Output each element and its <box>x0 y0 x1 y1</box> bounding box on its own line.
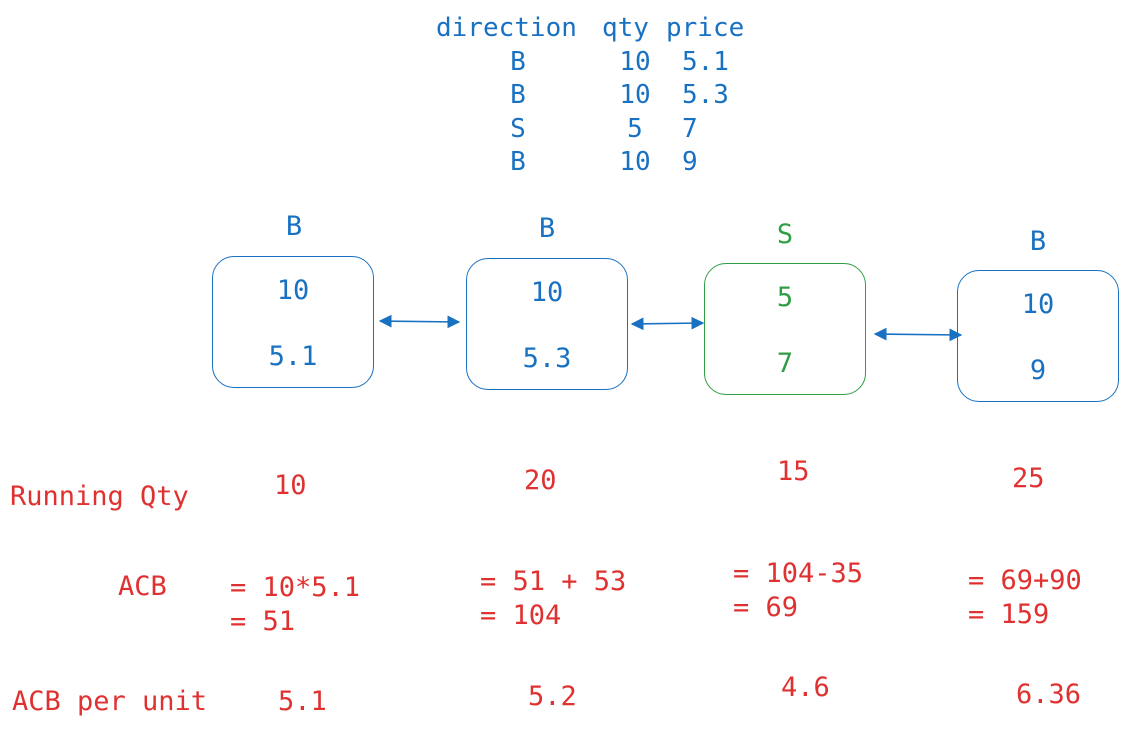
table-row: B 10 9 <box>436 146 772 180</box>
acb-calc-line: = 69+90 <box>968 565 1082 596</box>
double-arrow-2-3 <box>630 316 705 331</box>
acb-calc-result: = 104 <box>480 600 562 631</box>
table-header-price: price <box>666 13 745 43</box>
acb-calc-line: = 10*5.1 <box>230 572 361 603</box>
running-qty-value-4: 25 <box>1012 463 1045 494</box>
table-cell-qty: 10 <box>619 80 651 110</box>
table-cell-qty: 10 <box>619 147 651 177</box>
trade-qty: 10 <box>276 275 310 306</box>
acb-label: ACB <box>118 571 167 602</box>
table-cell-qty: 10 <box>619 46 651 77</box>
table-cell-price: 5.3 <box>682 80 729 110</box>
running-qty-label: Running Qty <box>10 481 189 512</box>
acb-calc-1: = 10*5.1 = 51 <box>230 571 360 639</box>
trade-qty: 10 <box>1021 289 1055 320</box>
double-arrow-1-2 <box>378 314 461 329</box>
table-row: B 10 5.1 <box>436 46 772 80</box>
trade-node-1: 10 5.1 <box>212 256 374 388</box>
table-cell-direction: S <box>510 113 526 144</box>
table-cell-direction: B <box>510 80 526 110</box>
acb-calc-result: = 69 <box>733 592 799 623</box>
trade-qty: 10 <box>530 277 564 308</box>
trade-price: 5.1 <box>268 341 318 372</box>
table-row: B 10 5.3 <box>436 79 772 113</box>
table-cell-direction: B <box>510 147 526 177</box>
table-header-qty: qty <box>602 13 649 43</box>
running-qty-value-1: 10 <box>274 470 307 501</box>
trade-1-direction: B <box>285 211 303 242</box>
acb-calc-result: = 51 <box>230 606 296 637</box>
acb-per-unit-value-2: 5.2 <box>528 681 577 712</box>
acb-per-unit-label: ACB per unit <box>12 686 208 717</box>
trade-4-direction: B <box>1029 226 1047 257</box>
acb-per-unit-value-1: 5.1 <box>278 686 327 717</box>
acb-calc-line: = 51 + 53 <box>480 566 627 597</box>
trade-price: 5.3 <box>522 343 572 374</box>
acb-calc-3: = 104-35 = 69 <box>733 557 863 625</box>
trade-price: 9 <box>1029 355 1047 386</box>
table-cell-qty: 5 <box>627 113 643 144</box>
acb-per-unit-value-4: 6.36 <box>1016 679 1082 710</box>
running-qty-value-2: 20 <box>524 465 557 496</box>
trade-node-3: 5 7 <box>704 263 866 395</box>
transactions-table: direction qty price B 10 5.1 B 10 5.3 S … <box>436 12 772 180</box>
trade-price: 7 <box>776 348 794 379</box>
trade-qty: 5 <box>776 282 794 313</box>
double-arrow-3-4 <box>873 327 963 342</box>
acb-calc-line: = 104-35 <box>733 558 864 589</box>
acb-calc-2: = 51 + 53 = 104 <box>480 565 626 633</box>
running-qty-value-3: 15 <box>777 456 810 487</box>
table-cell-price: 9 <box>682 147 698 177</box>
acb-calc-4: = 69+90 = 159 <box>968 564 1082 632</box>
trade-2-direction: B <box>538 213 556 244</box>
table-cell-price: 7 <box>682 113 698 144</box>
trade-node-2: 10 5.3 <box>466 258 628 390</box>
table-cell-price: 5.1 <box>682 46 729 77</box>
table-header-row: direction qty price <box>436 12 772 46</box>
table-header-direction: direction <box>436 13 577 43</box>
table-row: S 5 7 <box>436 113 772 147</box>
acb-calc-result: = 159 <box>968 599 1050 630</box>
acb-per-unit-value-3: 4.6 <box>781 672 830 703</box>
trade-node-4: 10 9 <box>957 270 1119 402</box>
trade-3-direction: S <box>776 219 794 250</box>
table-cell-direction: B <box>510 46 526 77</box>
